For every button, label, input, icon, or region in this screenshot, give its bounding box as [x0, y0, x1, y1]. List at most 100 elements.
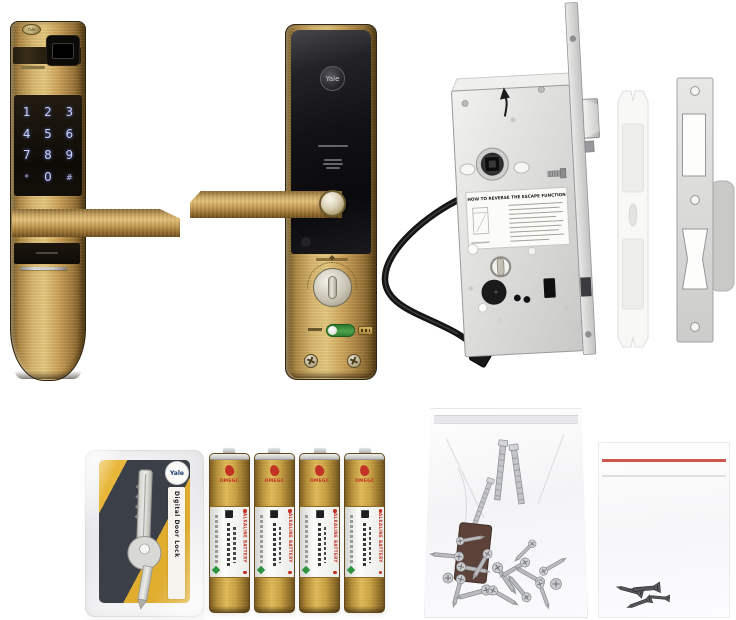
battery-indicator-emblem: [358, 326, 373, 335]
battery-label: ALKALINE BATTERY: [210, 506, 249, 578]
card-title-strip: Digital Door Lock: [168, 487, 185, 599]
panel-fine-print: [318, 145, 348, 147]
battery-type-text: ALKALINE BATTERY: [332, 513, 338, 563]
bag-fold-line: [602, 475, 726, 477]
yale-badge-text: Yale: [27, 27, 36, 32]
green-diamond-mark: [302, 565, 311, 575]
yale-card-text: Yale: [170, 469, 184, 477]
battery-body: OMEGC ALKALINE BATTERY: [209, 453, 250, 613]
battery: OMEGC ALKALINE BATTERY: [209, 448, 250, 613]
key-0: 0: [44, 170, 52, 185]
certification-mark: [360, 510, 369, 518]
battery-terminal: [358, 448, 371, 453]
thumbturn-dial: [313, 268, 352, 307]
panel-recess-dot: [301, 237, 311, 247]
key-blister-pack: Yale Digital Door Lock: [85, 450, 204, 617]
battery: OMEGC ALKALINE BATTERY: [299, 448, 340, 613]
yale-card-logo: Yale: [165, 461, 189, 485]
brand-flame-icon: [223, 463, 236, 478]
fingerprint-window: [52, 43, 74, 59]
battery-body: OMEGC ALKALINE BATTERY: [254, 453, 295, 613]
thumbturn-knob: [328, 276, 337, 299]
strike-box-lip: [709, 180, 735, 292]
battery-terminal: [268, 448, 281, 453]
key-5: 5: [44, 126, 52, 141]
battery-type-text: ALKALINE BATTERY: [242, 513, 248, 563]
brand-flame-icon: [313, 463, 326, 478]
second-key-blade: [137, 565, 154, 610]
deadbolt-aperture: [543, 278, 556, 298]
battery-label: ALKALINE BATTERY: [345, 506, 384, 578]
battery-label: ALKALINE BATTERY: [300, 506, 339, 578]
yale-logo-text: Yale: [325, 74, 340, 83]
keys-illustration: [127, 469, 162, 610]
cylinder-hole: [490, 256, 512, 278]
key-star: *: [24, 172, 29, 182]
green-diamond-mark: [256, 565, 266, 575]
certification-mark: [270, 510, 279, 518]
instruction-label: HOW TO REVERSE THE ESCAPE FUNCTION: [465, 186, 571, 250]
key-7: 7: [22, 148, 31, 163]
latch-bolt: [582, 98, 600, 153]
spindle-hub: [475, 147, 509, 181]
battery-brand: OMEGC: [219, 479, 239, 484]
panel-fine-print: [323, 163, 343, 165]
mortise-lock-case: HOW TO REVERSE THE ESCAPE FUNCTION: [450, 2, 600, 358]
bag-seal: [434, 415, 578, 424]
key-2: 2: [44, 104, 52, 119]
toggle-fine-print: [308, 328, 322, 331]
lock-cam: [481, 279, 507, 305]
panel-fine-print: [324, 159, 342, 161]
keys: [127, 469, 162, 610]
card-title-text: Digital Door Lock: [173, 491, 180, 558]
key-8: 8: [44, 148, 52, 163]
certification-mark: [225, 510, 234, 518]
key-9: 9: [65, 148, 74, 163]
battery: OMEGC ALKALINE BATTERY: [254, 448, 295, 613]
instruction-title: HOW TO REVERSE THE ESCAPE FUNCTION: [467, 192, 566, 202]
small-screw-bag: [598, 442, 730, 618]
green-diamond-mark: [347, 565, 356, 575]
privacy-toggle-switch: [326, 324, 355, 337]
screw-bag: [424, 408, 588, 618]
panel-fine-print: [326, 167, 340, 169]
latch-cutout: [682, 113, 706, 177]
handle-pivot-button: [319, 190, 346, 217]
battery-cover-latch: [20, 267, 67, 270]
battery-body: OMEGC ALKALINE BATTERY: [299, 453, 340, 613]
certification-mark: [315, 510, 324, 518]
key-6: 6: [65, 126, 74, 141]
battery-brand: OMEGC: [264, 479, 285, 484]
brand-flame-icon: [268, 463, 281, 478]
small-screws-illustration: [614, 581, 671, 613]
key-3: 3: [65, 104, 74, 119]
dust-box: [617, 90, 649, 348]
faceplate: [564, 2, 597, 355]
battery-label: ALKALINE BATTERY: [255, 506, 294, 578]
deadbolt-slot: [580, 277, 592, 297]
battery-brand: OMEGC: [309, 479, 330, 484]
interior-handle: [190, 191, 342, 218]
battery-brand: OMEGC: [355, 479, 375, 484]
yale-badge: Yale: [22, 24, 41, 35]
deadbolt-cutout: [681, 228, 709, 290]
fingerprint-scanner-icon: [46, 35, 80, 66]
exterior-lock-body: Yale 1 2 3 4 5 6 7 8 9 * 0 #: [10, 21, 86, 381]
battery-set: OMEGC ALKALINE BATTERY OMEGC A: [209, 448, 385, 613]
battery-type-text: ALKALINE BATTERY: [378, 513, 383, 563]
key-1: 1: [22, 104, 31, 119]
key-hash: #: [65, 172, 73, 182]
hardware-group: HOW TO REVERSE THE ESCAPE FUNCTION: [381, 2, 735, 368]
front-lower-trim: [14, 243, 80, 264]
touch-keypad: 1 2 3 4 5 6 7 8 9 * 0 #: [14, 95, 82, 196]
green-diamond-mark: [211, 565, 221, 575]
strike-plate: [676, 77, 735, 343]
battery-type-text: ALKALINE BATTERY: [287, 513, 293, 563]
mounting-screw: [304, 354, 318, 368]
marker-arrow: [499, 87, 510, 117]
card-slot: [20, 66, 45, 69]
screws-illustration: [428, 433, 570, 612]
exterior-handle: [12, 209, 180, 237]
yale-logo-disc: Yale: [320, 66, 345, 91]
battery-terminal: [313, 448, 326, 453]
